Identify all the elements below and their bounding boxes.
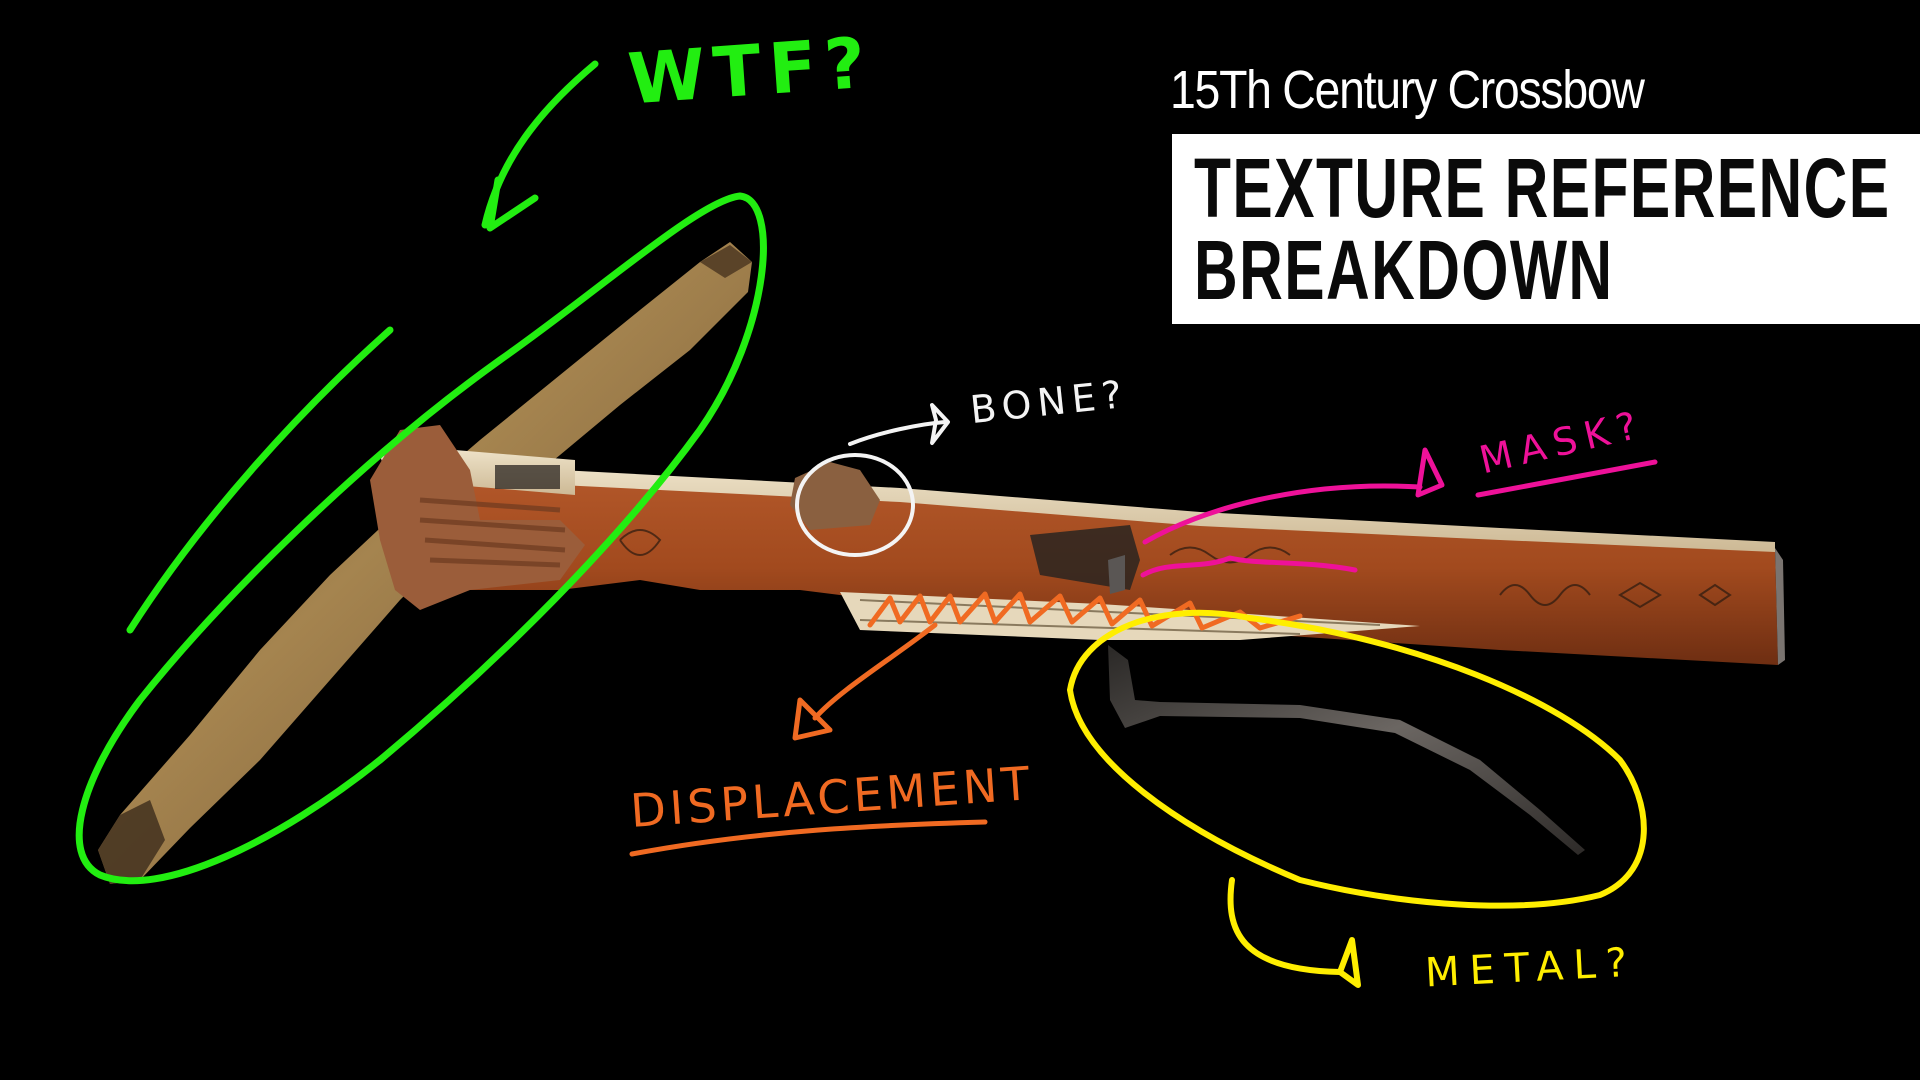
mask-annotation-strokes bbox=[1140, 447, 1658, 578]
displacement-annotation-strokes bbox=[629, 591, 1303, 857]
subtitle: 15Th Century Crossbow bbox=[1170, 60, 1645, 120]
bone-annotation-strokes bbox=[795, 403, 950, 557]
crossbow-stock bbox=[370, 425, 1785, 665]
wtf-annotation-strokes bbox=[75, 60, 767, 885]
title-line-2: BREAKDOWN bbox=[1194, 223, 1614, 317]
metal-annotation-strokes bbox=[1067, 609, 1647, 988]
title-box: TEXTURE REFERENCE BREAKDOWN bbox=[1172, 134, 1920, 324]
title-line-1: TEXTURE REFERENCE bbox=[1194, 141, 1891, 235]
trigger-lever bbox=[1108, 645, 1585, 855]
annotation-wtf-label: WTF? bbox=[625, 21, 876, 121]
qr-label bbox=[495, 465, 560, 489]
